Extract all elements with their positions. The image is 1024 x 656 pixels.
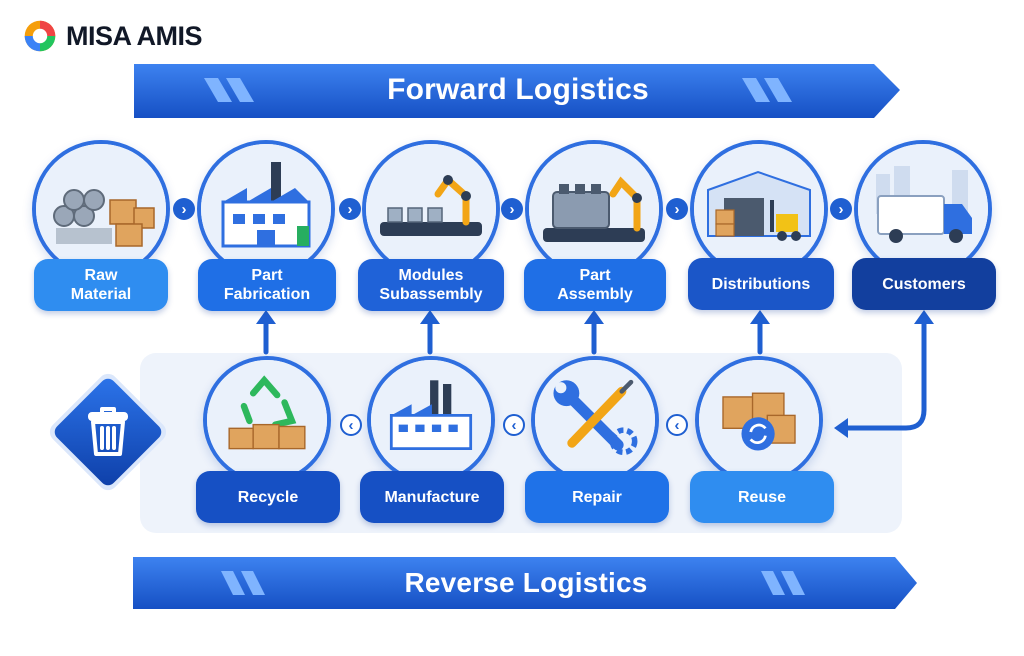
- customers-label: Customers: [852, 258, 996, 310]
- back-chevron-icon: ‹: [340, 414, 362, 436]
- recycle-boxes-icon: [207, 360, 327, 480]
- robot-arm-conveyor-icon: [366, 144, 496, 274]
- distributions-label: Distributions: [688, 258, 834, 310]
- repair-node: [531, 356, 659, 484]
- reverse-logistics-banner: Reverse Logistics: [133, 553, 919, 613]
- next-chevron-icon: ›: [501, 198, 523, 220]
- back-chevron-icon: ‹: [503, 414, 525, 436]
- trash-icon: [34, 358, 182, 506]
- next-chevron-icon: ›: [666, 198, 688, 220]
- factory-icon: [371, 360, 491, 480]
- modules-subassembly-label: Modules Subassembly: [358, 259, 504, 311]
- reuse-node: [695, 356, 823, 484]
- back-chevron-icon: ‹: [666, 414, 688, 436]
- brand-logo-icon: [24, 20, 56, 52]
- next-chevron-icon: ›: [173, 198, 195, 220]
- reuse-label: Reuse: [690, 471, 834, 523]
- manufacture-label: Manufacture: [360, 471, 504, 523]
- recycle-label: Recycle: [196, 471, 340, 523]
- warehouse-forklift-icon: [694, 144, 824, 274]
- raw-material-node: [32, 140, 170, 278]
- recycle-node: [203, 356, 331, 484]
- distributions-node: [690, 140, 828, 278]
- manufacture-node: [367, 356, 495, 484]
- delivery-truck-icon: [858, 144, 988, 274]
- customer-return-arrow: [843, 319, 927, 431]
- factory-icon: [201, 144, 331, 274]
- next-chevron-icon: ›: [339, 198, 361, 220]
- wrench-screwdriver-icon: [535, 360, 655, 480]
- brand-name: MISA AMIS: [66, 20, 203, 51]
- repair-label: Repair: [525, 471, 669, 523]
- part-fabrication-node: [197, 140, 335, 278]
- next-chevron-icon: ›: [830, 198, 852, 220]
- reverse-logistics-title: Reverse Logistics: [404, 567, 648, 598]
- brand-logo: MISA AMIS: [22, 16, 203, 56]
- part-assembly-node: [525, 140, 663, 278]
- box-refresh-icon: [699, 360, 819, 480]
- steel-pipes-boxes-icon: [36, 144, 166, 274]
- forward-logistics-banner: Forward Logistics: [134, 58, 902, 122]
- part-fabrication-label: Part Fabrication: [198, 259, 336, 311]
- part-assembly-label: Part Assembly: [524, 259, 666, 311]
- engine-assembly-icon: [529, 144, 659, 274]
- modules-subassembly-node: [362, 140, 500, 278]
- customers-node: [854, 140, 992, 278]
- raw-material-label: Raw Material: [34, 259, 168, 311]
- forward-logistics-title: Forward Logistics: [387, 73, 649, 106]
